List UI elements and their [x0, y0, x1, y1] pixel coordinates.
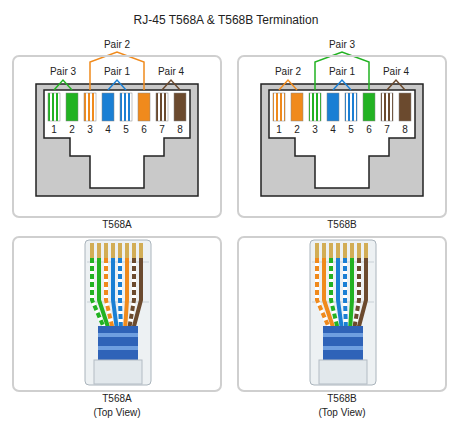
pair-bracket	[90, 52, 144, 90]
jack-outline	[36, 84, 198, 196]
pin-number: 3	[87, 124, 93, 136]
pin-contacts	[327, 93, 339, 121]
pin-contacts	[138, 93, 150, 121]
pin-number: 2	[294, 124, 300, 136]
pin-contacts	[381, 93, 393, 121]
pin-number: 7	[159, 124, 165, 136]
pin-contacts	[174, 93, 186, 121]
pin-contacts	[399, 93, 411, 121]
pin-number: 2	[69, 124, 75, 136]
pair-label: Pair 4	[158, 66, 184, 78]
standard-caption: T568A	[14, 393, 220, 405]
plug-wire	[92, 258, 366, 330]
pair-bracket	[387, 80, 405, 90]
view-caption: (Top View)	[239, 407, 445, 419]
pair-bracket	[315, 52, 369, 90]
plug-wire	[350, 258, 352, 330]
pin-number: 6	[141, 124, 147, 136]
pin-number: 4	[330, 124, 336, 136]
pin-contacts	[48, 93, 60, 121]
plug-wire	[345, 258, 346, 330]
pair-label: Pair 1	[329, 66, 355, 78]
wiring-panel: T568A	[12, 55, 222, 218]
pin-contacts	[345, 93, 357, 121]
plug-view-panel: T568B(Top View)	[237, 236, 447, 392]
plug-wire	[129, 258, 134, 330]
pin-contacts	[309, 93, 321, 121]
view-caption: (Top View)	[14, 407, 220, 419]
pin-contacts	[363, 93, 375, 121]
pin-number: 8	[177, 124, 183, 136]
pair-label: Pair 3	[329, 39, 355, 51]
pair-label: Pair 2	[104, 39, 130, 51]
diagram-title: RJ-45 T568A & T568B Termination	[0, 13, 452, 27]
pin-number: 5	[348, 124, 354, 136]
pair-bracket	[279, 80, 297, 90]
plug-body	[310, 240, 376, 385]
pin-number: 4	[105, 124, 111, 136]
plug-wire	[338, 258, 342, 330]
pair-bracket	[54, 80, 72, 90]
plug-wire	[120, 258, 121, 330]
plug-wire	[358, 258, 366, 330]
pin-number: 1	[276, 124, 282, 136]
wiring-panel: T568B	[237, 55, 447, 218]
pin-number: 8	[402, 124, 408, 136]
plug-wire	[354, 258, 359, 330]
plug-wire	[120, 258, 121, 330]
pair-label: Pair 3	[50, 66, 76, 78]
pin-number: 6	[366, 124, 372, 136]
plug-wire	[113, 258, 117, 330]
pin-number: 1	[51, 124, 57, 136]
pin-contacts	[84, 93, 96, 121]
plug-wire	[354, 258, 359, 330]
plug-body	[85, 240, 151, 385]
plug-wire	[125, 258, 127, 330]
pair-label: Pair 2	[275, 66, 301, 78]
pin-number: 3	[312, 124, 318, 136]
jack-outline	[261, 84, 423, 196]
plug-wire	[129, 258, 134, 330]
pin-contacts	[273, 93, 285, 121]
plug-view-panel: T568A(Top View)	[12, 236, 222, 392]
standard-caption: T568B	[239, 219, 445, 231]
pin-contacts	[102, 93, 114, 121]
cable-jacket	[319, 326, 367, 384]
pair-bracket	[162, 80, 180, 90]
pair-bracket	[108, 80, 126, 90]
standard-caption: T568A	[14, 219, 220, 231]
pair-label: Pair 4	[383, 66, 409, 78]
pin-contacts	[48, 93, 411, 121]
pair-bracket	[333, 80, 351, 90]
plug-wire	[345, 258, 346, 330]
pin-contacts	[120, 93, 132, 121]
pin-contacts	[156, 93, 168, 121]
pair-label: Pair 1	[104, 66, 130, 78]
pin-contacts	[291, 93, 303, 121]
cable-jacket	[94, 326, 142, 384]
pin-number: 5	[123, 124, 129, 136]
pin-contacts	[66, 93, 78, 121]
plug-wire	[133, 258, 141, 330]
pin-number: 7	[384, 124, 390, 136]
pair-bracket	[54, 52, 405, 90]
standard-caption: T568B	[239, 393, 445, 405]
